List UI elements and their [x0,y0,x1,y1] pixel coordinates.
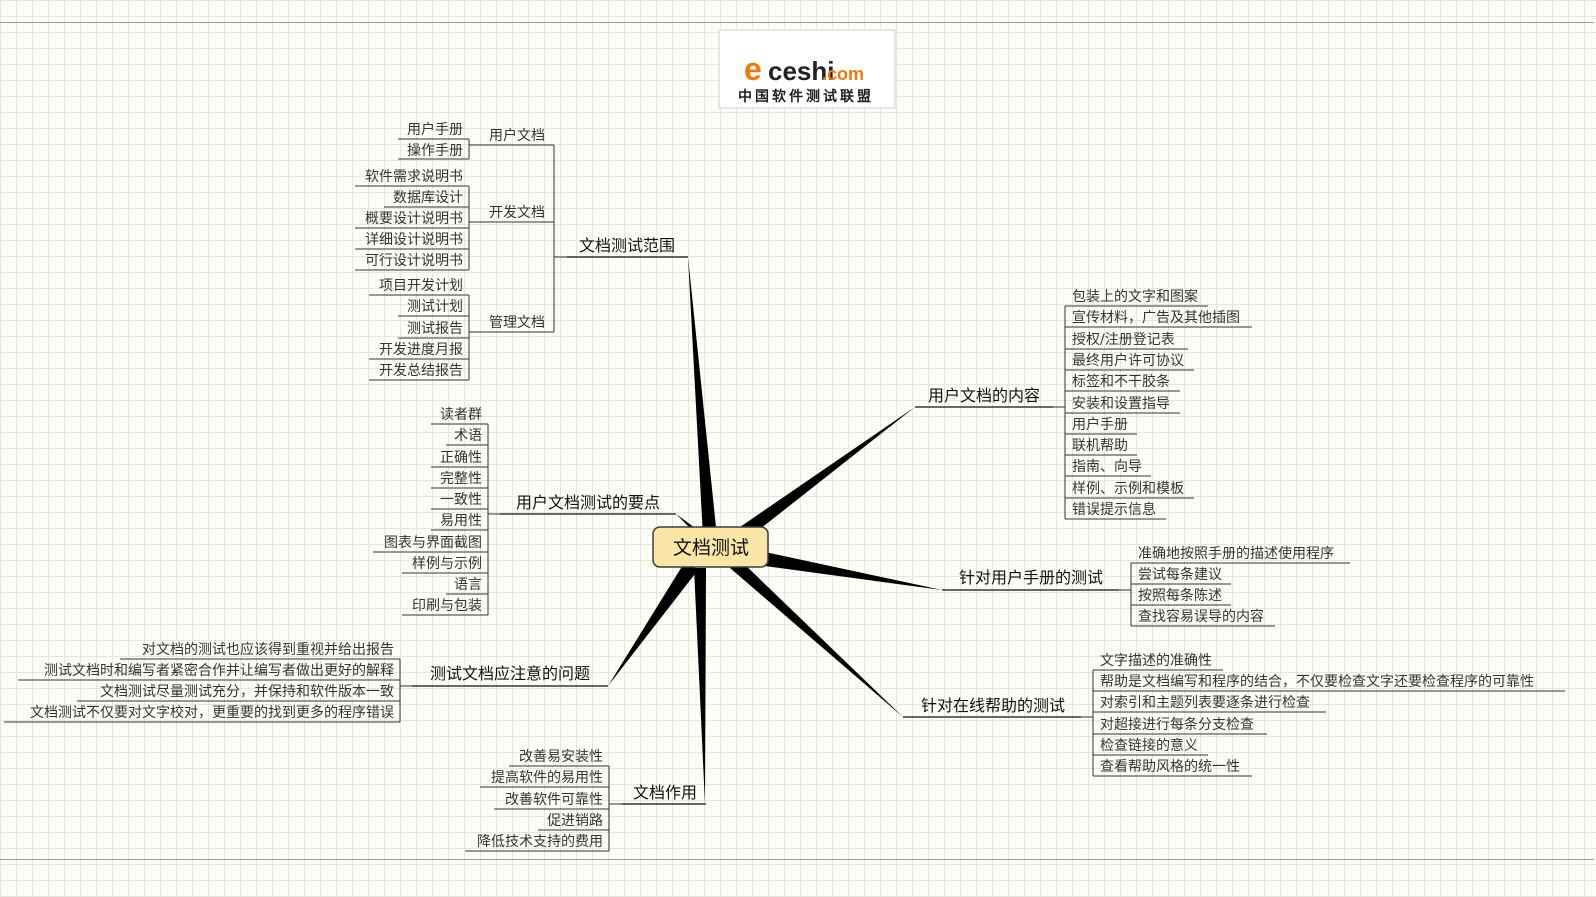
key-point-item[interactable]: 正确性 [440,450,482,466]
logo-ceshi: ceshi [768,56,835,86]
content-item[interactable]: 授权/注册登记表 [1072,332,1175,348]
key-point-item[interactable]: 印刷与包装 [412,598,482,614]
group-dev-docs-title[interactable]: 开发文档 [489,205,545,221]
scope-item[interactable]: 测试报告 [407,321,463,337]
logo: e ceshi .com 中国软件测试联盟 [718,29,896,109]
group-user-docs-title[interactable]: 用户文档 [489,127,545,144]
branch-manual: 针对用户手册的测试 准确地按照手册的描述使用程序 尝试每条建议 按照每条陈述 查… [942,545,1350,627]
issue-item[interactable]: 文档测试尽量测试充分，并保持和软件版本一致 [100,684,394,700]
role-item[interactable]: 改善易安装性 [519,749,603,765]
online-help-item[interactable]: 检查链接的意义 [1100,737,1198,754]
issue-item[interactable]: 对文档的测试也应该得到重视并给出报告 [142,641,394,658]
content-item[interactable]: 用户手册 [1072,416,1128,433]
key-point-item[interactable]: 读者群 [440,406,482,423]
key-point-item[interactable]: 图表与界面截图 [384,535,482,551]
branch-online-help-title[interactable]: 针对在线帮助的测试 [921,696,1065,715]
manual-item[interactable]: 查找容易误导的内容 [1138,608,1264,625]
spoke-manual [765,552,942,590]
canvas-frame [0,22,1594,860]
branch-issues: 测试文档应注意的问题 对文档的测试也应该得到重视并给出报告 测试文档时和编写者紧… [4,641,608,723]
content-item[interactable]: 包装上的文字和图案 [1072,288,1198,305]
content-item[interactable]: 标签和不干胶条 [1072,373,1170,390]
scope-item[interactable]: 软件需求说明书 [365,169,463,185]
main-spokes [608,257,942,804]
scope-item[interactable]: 概要设计说明书 [365,211,463,227]
content-item[interactable]: 最终用户许可协议 [1072,352,1184,369]
branch-online-help: 针对在线帮助的测试 文字描述的准确性 帮助是文档编写和程序的结合，不仅要检查文字… [903,653,1565,777]
scope-item[interactable]: 详细设计说明书 [365,232,463,248]
issue-item[interactable]: 文档测试不仅要对文字校对，更重要的找到更多的程序错误 [30,704,394,721]
issue-item[interactable]: 测试文档时和编写者紧密合作并让编写者做出更好的解释 [44,662,394,679]
scope-item[interactable]: 开发进度月报 [379,342,463,358]
scope-item[interactable]: 开发总结报告 [379,363,463,379]
manual-item[interactable]: 尝试每条建议 [1138,566,1222,583]
spoke-issues [608,560,698,686]
role-item[interactable]: 提高软件的易用性 [491,769,603,786]
spoke-scope [688,257,717,537]
online-help-item[interactable]: 帮助是文档编写和程序的结合，不仅要检查文字还要检查程序的可靠性 [1100,674,1534,690]
branch-scope-title[interactable]: 文档测试范围 [579,236,675,255]
key-point-item[interactable]: 样例与示例 [412,556,482,572]
branch-scope: 文档测试范围 用户文档 用户手册 操作手册 开发文档 软件需求说明书 数据库设计… [355,121,688,381]
branch-role: 文档作用 改善易安装性 提高软件的易用性 改善软件可靠性 促进销路 降低技术支持… [465,749,706,852]
branch-role-title[interactable]: 文档作用 [633,783,697,802]
branch-issues-title[interactable]: 测试文档应注意的问题 [430,664,590,683]
content-item[interactable]: 指南、向导 [1072,459,1142,475]
center-node-label: 文档测试 [673,537,749,559]
spoke-online [730,560,903,717]
key-point-item[interactable]: 易用性 [440,513,482,529]
online-help-item[interactable]: 对超接进行每条分支检查 [1100,716,1254,733]
scope-item[interactable]: 项目开发计划 [379,278,463,294]
scope-item[interactable]: 测试计划 [407,299,463,315]
key-point-item[interactable]: 术语 [454,428,482,444]
spoke-role [694,568,706,804]
content-item[interactable]: 宣传材料，广告及其他插图 [1072,310,1240,326]
online-help-item[interactable]: 查看帮助风格的统一性 [1100,759,1240,775]
branch-key-points: 用户文档测试的要点 读者群 术语 正确性 完整性 一致性 易用性 图表与界面截图… [373,406,676,616]
logo-tagline: 中国软件测试联盟 [738,88,874,105]
online-help-item[interactable]: 对索引和主题列表要逐条进行检查 [1100,694,1310,711]
scope-item[interactable]: 操作手册 [407,143,463,159]
role-item[interactable]: 促进销路 [547,813,603,829]
logo-box [718,29,896,109]
role-item[interactable]: 降低技术支持的费用 [477,834,603,850]
role-item[interactable]: 改善软件可靠性 [505,792,603,808]
key-point-item[interactable]: 一致性 [440,492,482,508]
logo-e: e [744,51,762,87]
scope-item[interactable]: 用户手册 [407,121,463,138]
content-item[interactable]: 联机帮助 [1072,438,1128,454]
key-point-item[interactable]: 完整性 [440,471,482,487]
branch-key-points-title[interactable]: 用户文档测试的要点 [516,493,660,512]
center-node-box[interactable] [652,526,769,568]
logo-com: .com [822,64,864,84]
branch-content: 用户文档的内容 包装上的文字和图案 宣传材料，广告及其他插图 授权/注册登记表 … [915,288,1252,520]
scope-item[interactable]: 可行设计说明书 [365,253,463,269]
branch-manual-title[interactable]: 针对用户手册的测试 [959,568,1103,587]
manual-item[interactable]: 按照每条陈述 [1138,587,1222,604]
spoke-content [740,407,915,540]
branch-content-title[interactable]: 用户文档的内容 [928,386,1040,405]
content-item[interactable]: 安装和设置指导 [1072,396,1170,412]
center-node[interactable]: 文档测试 [652,526,769,568]
manual-item[interactable]: 准确地按照手册的描述使用程序 [1138,545,1334,562]
content-item[interactable]: 样例、示例和模板 [1072,481,1184,497]
group-mgmt-docs-title[interactable]: 管理文档 [489,315,545,331]
content-item[interactable]: 错误提示信息 [1072,501,1156,518]
online-help-item[interactable]: 文字描述的准确性 [1100,653,1212,669]
scope-item[interactable]: 数据库设计 [393,190,463,206]
key-point-item[interactable]: 语言 [454,577,482,593]
